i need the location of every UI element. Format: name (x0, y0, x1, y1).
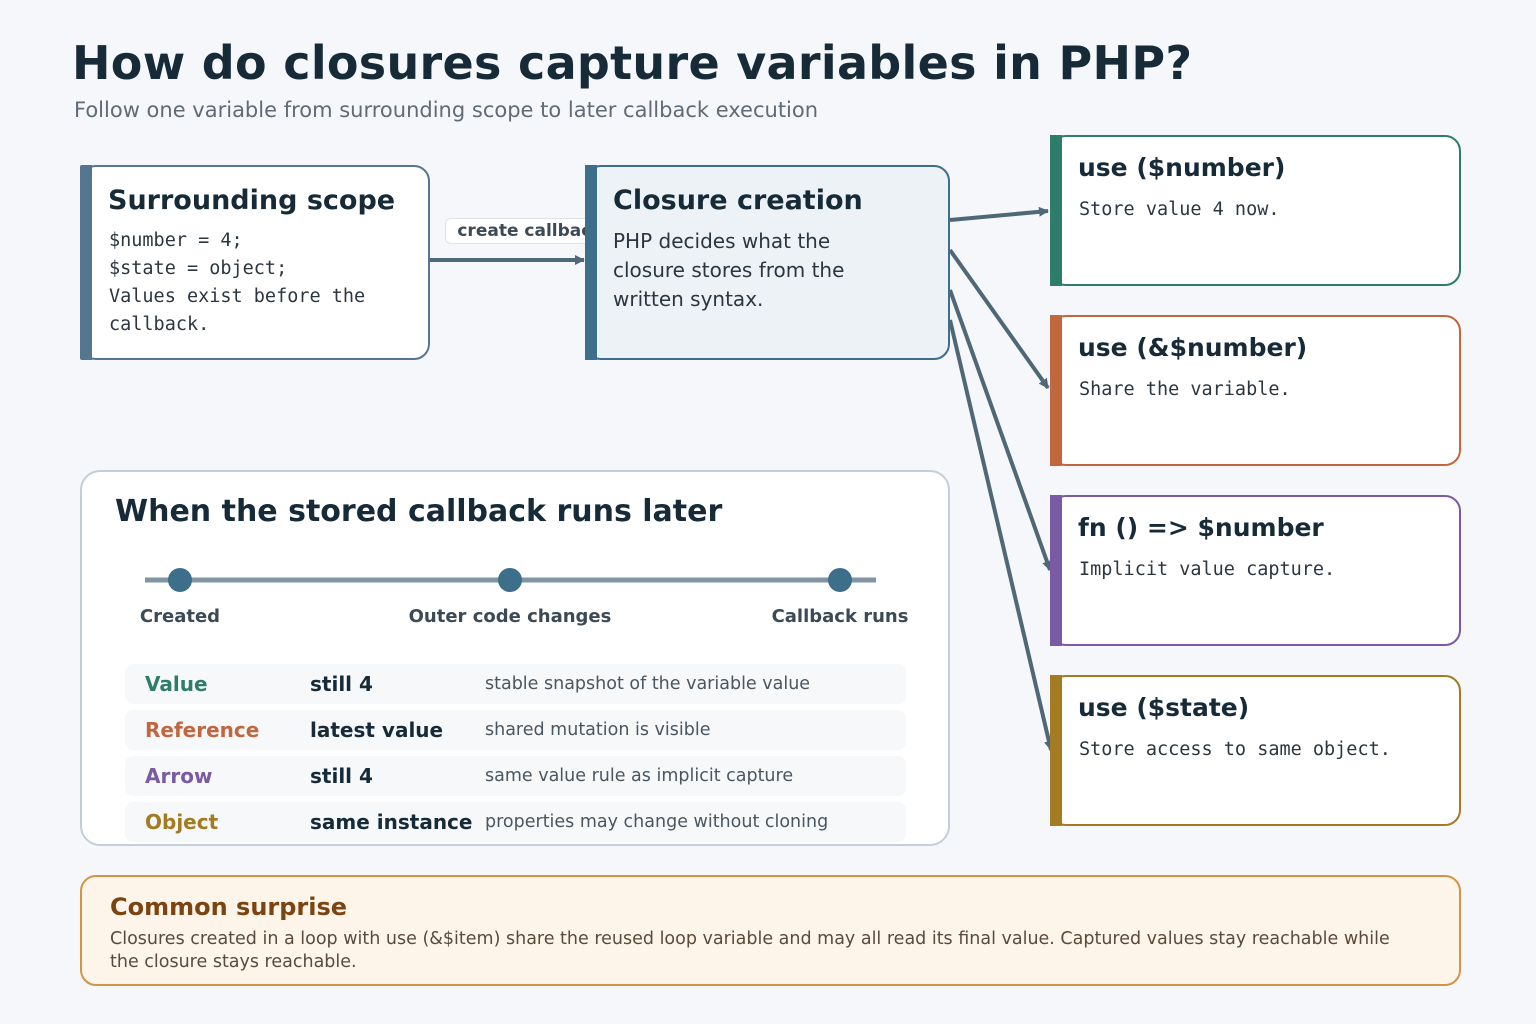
capture-card-use-value: use ($number) Store value 4 now. (1050, 135, 1461, 286)
table-row: Value still 4 stable snapshot of the var… (125, 664, 906, 704)
capture-note: Share the variable. (1079, 379, 1291, 400)
row-kind: Reference (145, 718, 260, 742)
row-result: still 4 (310, 764, 373, 788)
timeline-dot-outer-changes (498, 568, 522, 592)
row-note: properties may change without cloning (485, 812, 829, 832)
arrow-to-fn-arrow (948, 289, 1052, 571)
page-subtitle: Follow one variable from surrounding sco… (74, 98, 819, 122)
timeline-dot-created (168, 568, 192, 592)
surprise-text: Closures created in a loop with use (&$i… (110, 929, 1390, 972)
surprise-title: Common surprise (110, 893, 348, 921)
row-result: same instance (310, 810, 473, 834)
timeline-step-outer-changes: Outer code changes (408, 606, 612, 627)
table-row: Object same instance properties may chan… (125, 802, 906, 842)
closure-creation-card: Closure creation PHP decides what the cl… (585, 165, 950, 360)
scope-code: $number = 4; $state = object; Values exi… (109, 230, 366, 335)
row-note: same value rule as implicit capture (485, 766, 794, 786)
table-row: Arrow still 4 same value rule as implici… (125, 756, 906, 796)
capture-note: Implicit value capture. (1079, 559, 1336, 580)
common-surprise-panel (80, 875, 1461, 986)
row-kind: Value (145, 672, 208, 696)
page-title: How do closures capture variables in PHP… (72, 36, 1193, 90)
timeline-dot-callback-runs (828, 568, 852, 592)
capture-accent-bar (1050, 135, 1062, 286)
capture-card-arrow-fn: fn () => $number Implicit value capture. (1050, 495, 1461, 646)
table-row: Reference latest value shared mutation i… (125, 710, 906, 750)
creation-description: PHP decides what the closure stores from… (613, 229, 845, 311)
capture-title: use ($state) (1078, 693, 1250, 722)
arrow-to-use-number (949, 206, 1049, 222)
arrow-to-use-ref-number (948, 248, 1050, 390)
arrow-to-use-state (948, 319, 1054, 751)
row-note: shared mutation is visible (485, 720, 711, 740)
timeline-step-callback-runs: Callback runs (771, 606, 909, 627)
creation-accent-bar (585, 165, 597, 360)
row-kind: Arrow (145, 764, 213, 788)
capture-accent-bar (1050, 675, 1062, 826)
row-kind: Object (145, 810, 219, 834)
capture-accent-bar (1050, 315, 1062, 466)
capture-note: Store access to same object. (1079, 739, 1391, 760)
row-result: latest value (310, 718, 444, 742)
scope-title: Surrounding scope (108, 185, 396, 216)
scope-accent-bar (80, 165, 92, 360)
capture-title: fn () => $number (1078, 513, 1324, 542)
timeline-step-created: Created (139, 606, 221, 627)
creation-title: Closure creation (613, 185, 863, 216)
timeline-title: When the stored callback runs later (115, 494, 723, 529)
row-result: still 4 (310, 672, 373, 696)
row-note: stable snapshot of the variable value (485, 674, 811, 694)
capture-accent-bar (1050, 495, 1062, 646)
capture-title: use ($number) (1078, 153, 1286, 182)
capture-note: Store value 4 now. (1079, 199, 1280, 220)
capture-card-use-reference: use (&$number) Share the variable. (1050, 315, 1461, 466)
capture-title: use (&$number) (1078, 333, 1308, 362)
surrounding-scope-card: Surrounding scope $number = 4; $state = … (80, 165, 430, 360)
capture-card-use-object: use ($state) Store access to same object… (1050, 675, 1461, 826)
